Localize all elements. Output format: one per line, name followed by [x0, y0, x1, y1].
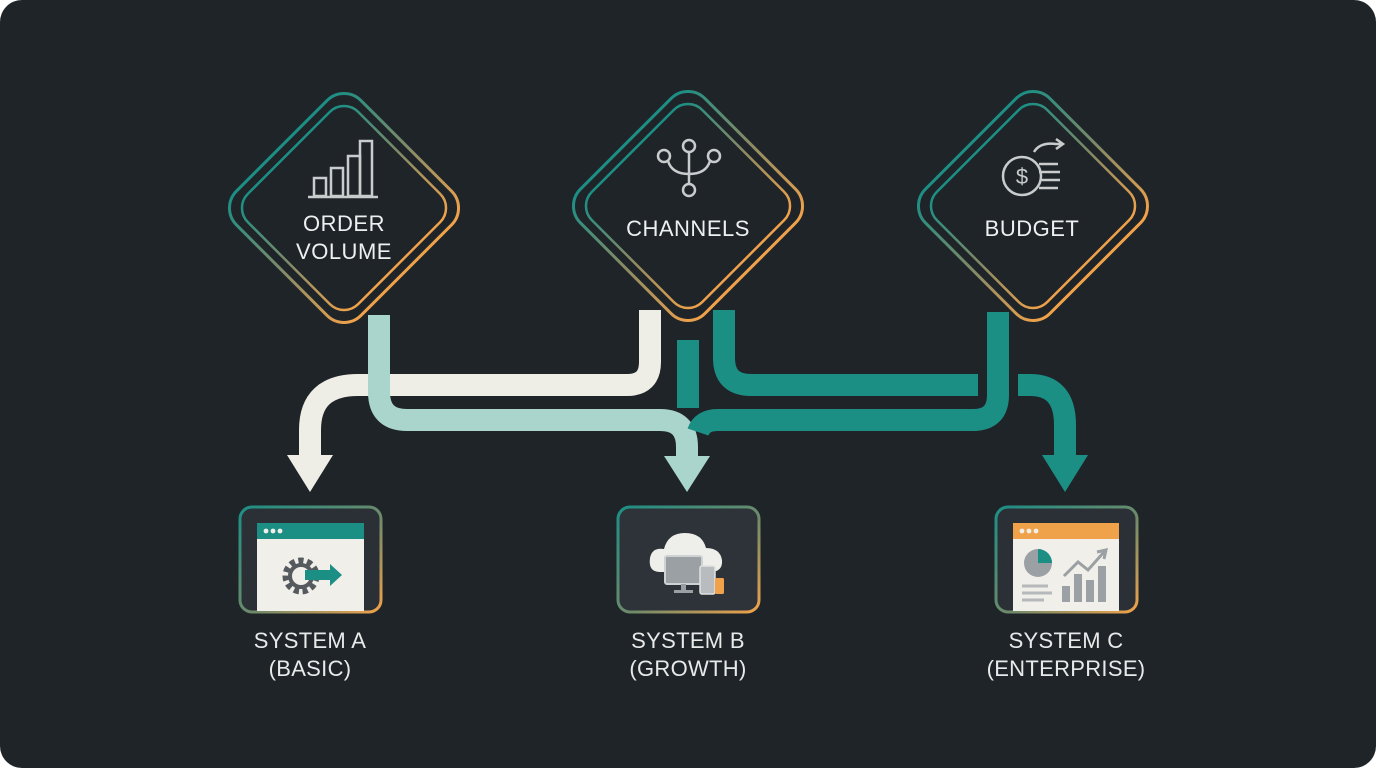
dollar-coin-stack-icon: $	[1001, 137, 1066, 197]
diamond-channels	[571, 89, 805, 323]
label-system-c-line1: SYSTEM C	[1008, 628, 1124, 653]
gear-arrow-window-icon	[257, 523, 364, 611]
bar-chart-icon	[308, 139, 378, 199]
label-order-volume-line1: ORDER	[303, 211, 385, 236]
arrowhead-system-b	[664, 456, 710, 492]
label-system-c: SYSTEM C (ENTERPRISE)	[946, 627, 1186, 683]
system-b-box	[616, 505, 761, 614]
label-channels: CHANNELS	[588, 215, 788, 243]
diamond-budget	[916, 89, 1150, 323]
cloud-devices-icon	[649, 533, 724, 595]
arrowhead-system-a	[287, 455, 333, 492]
system-c-box	[994, 505, 1139, 614]
branching-nodes-icon	[656, 138, 722, 198]
label-order-volume-line2: VOLUME	[296, 239, 392, 264]
connector-budget-to-system-c	[1018, 374, 1076, 455]
label-system-a-line2: (BASIC)	[268, 656, 352, 681]
svg-text:$: $	[1016, 164, 1028, 189]
label-order-volume: ORDER VOLUME	[244, 210, 444, 266]
label-system-a: SYSTEM A (BASIC)	[190, 627, 430, 683]
label-system-c-line2: (ENTERPRISE)	[986, 656, 1146, 681]
connector-budget-to-system-b	[687, 312, 1009, 437]
dashboard-charts-icon	[1013, 523, 1119, 611]
connector-channels-to-system-c	[713, 310, 978, 396]
arrowhead-system-c	[1042, 455, 1088, 492]
connector-order-volume-to-system-b	[368, 315, 698, 458]
label-system-b: SYSTEM B (GROWTH)	[568, 627, 808, 683]
label-system-b-line1: SYSTEM B	[631, 628, 745, 653]
system-a-box	[238, 505, 383, 614]
label-system-b-line2: (GROWTH)	[629, 656, 747, 681]
label-channels-line1: CHANNELS	[626, 216, 750, 241]
diamond-order-volume	[227, 91, 461, 325]
label-budget: BUDGET	[932, 215, 1132, 243]
connector-channels-to-system-a	[299, 310, 661, 455]
label-budget-line1: BUDGET	[984, 216, 1080, 241]
label-system-a-line1: SYSTEM A	[253, 628, 367, 653]
